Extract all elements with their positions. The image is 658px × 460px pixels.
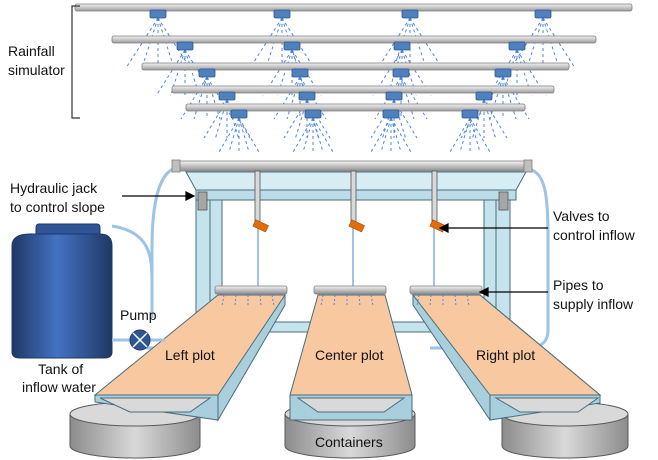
rain-spray-line [180,76,208,120]
rain-spray-line [238,117,250,153]
simulator-nozzle [534,9,552,19]
rain-spray-line [409,17,443,69]
simulator-nozzle [304,109,322,119]
rain-spray-line [459,117,471,153]
simulator-bracket [71,5,80,119]
rain-spray-line [249,17,283,69]
center-plot-label: Center plot [315,347,384,363]
rainfall-simulator-label-line2: simulator [8,62,65,78]
left-plot-label: Left plot [165,347,215,363]
simulator-nozzle [291,68,309,78]
valve-left [252,219,269,233]
hydraulic-jack-label-line2: to control slope [10,199,105,215]
rain-spray-line [184,49,200,97]
simulator-nozzle [385,91,403,101]
rain-spray-line [542,17,576,69]
simulator-nozzle [393,41,411,51]
simulator-nozzle [392,68,410,78]
rain-spray-line [469,117,481,153]
rain-spray-line [380,117,392,153]
manifold-pipe [171,159,533,173]
hydraulic-jacks [197,191,509,211]
rain-spray-line [273,76,301,120]
tank-label-line1: Tank of [38,361,83,377]
rain-spray-line [390,117,412,153]
rain-spray-line [286,76,301,120]
annotation-arrows [122,191,548,297]
rain-spray-line [370,117,392,153]
rain-spray-line [125,17,159,69]
rain-spray-line [218,117,240,153]
rain-spray-line [277,49,293,97]
simulator-bar [74,3,633,12]
containers-label: Containers [315,434,383,450]
simulator-nozzle [176,41,194,51]
simulator-bar [171,85,555,94]
simulator-nozzle [461,109,479,119]
right-plot [411,294,602,421]
simulator-bar [141,62,570,71]
right-plot-label: Right plot [476,347,535,363]
rainfall-simulator [74,3,633,153]
rain-spray-line [157,17,191,69]
simulator-nozzle [273,9,291,19]
rain-spray-line [390,117,402,153]
left-plot [93,294,286,422]
valves [252,219,446,233]
rain-spray-line [449,117,471,153]
tank-label-line2: inflow water [22,379,96,395]
valves-label-line1: Valves to [553,208,610,224]
simulator-nozzle [475,91,493,101]
pipes-label-line2: supply inflow [553,296,634,312]
simulator-bar [185,103,526,112]
simulator-nozzle [382,109,400,119]
simulator-nozzle [298,91,316,101]
rain-spray-line [193,76,208,120]
rain-spray-line [206,76,221,120]
rain-spray-line [502,76,517,120]
simulator-nozzle [218,91,236,101]
rainfall-simulator-label-line1: Rainfall [8,43,55,59]
rain-spray-line [510,17,544,69]
simulator-nozzle [283,41,301,51]
valve-center [348,219,365,233]
pump-label: Pump [120,307,157,323]
simulator-bar [111,35,597,44]
rain-spray-line [377,17,411,69]
plots [93,294,602,422]
inflow-distribution-pipes [214,285,483,307]
rain-spray-line [469,117,491,153]
simulator-nozzle [198,68,216,78]
rain-spray-line [400,76,428,120]
rain-spray-line [489,76,504,120]
rain-spray-line [400,76,415,120]
rain-spray-line [302,117,314,153]
inflow-water-tank [11,223,113,359]
rain-spray-line [281,17,315,69]
simulator-nozzle [230,109,248,119]
rain-spray-line [292,117,314,153]
center-plot [289,294,413,421]
hydraulic-jack-label-line1: Hydraulic jack [10,180,98,196]
pipes-label-line1: Pipes to [553,277,604,293]
rain-spray-line [502,76,530,120]
rain-spray-line [238,117,260,153]
rain-spray-line [516,49,532,97]
rain-spray-line [312,117,334,153]
rain-spray-line [170,49,186,97]
simulator-nozzle [401,9,419,19]
simulator-nozzle [508,41,526,51]
simulator-nozzle [494,68,512,78]
simulator-nozzle [149,9,167,19]
pump [112,329,165,351]
valves-label-line2: control inflow [553,227,636,243]
